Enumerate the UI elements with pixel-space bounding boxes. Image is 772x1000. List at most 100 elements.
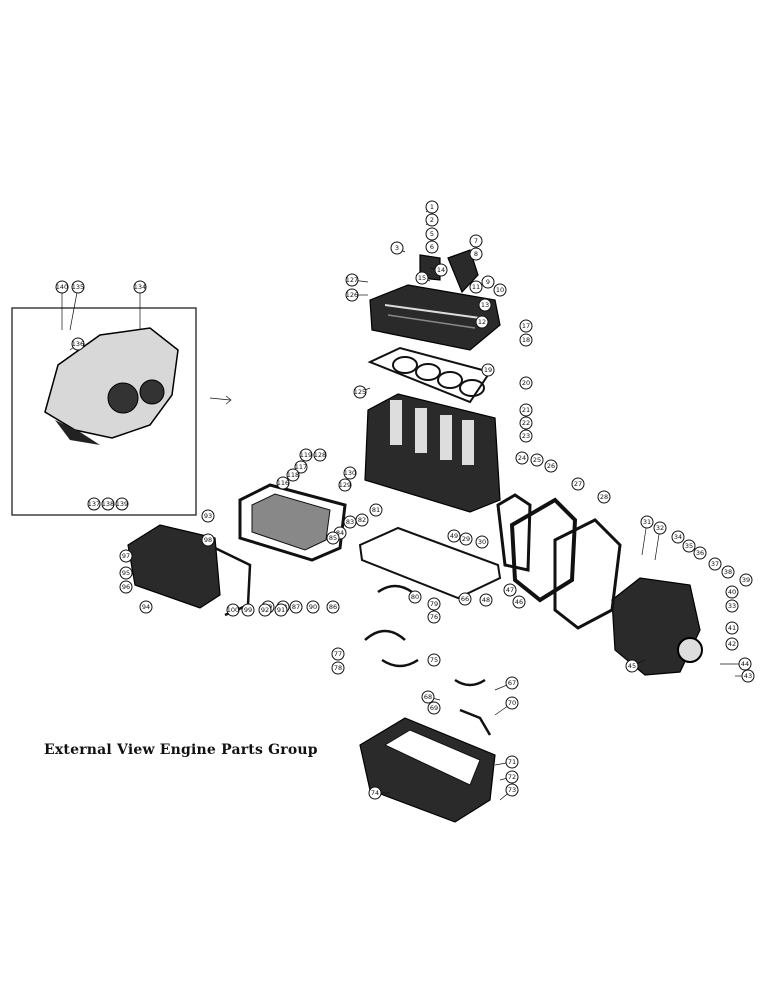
callout-label: 96 bbox=[122, 583, 130, 591]
callout-circle bbox=[201, 509, 215, 523]
callout-31: 31 bbox=[640, 515, 654, 556]
callout-140: 140 bbox=[55, 280, 69, 330]
callout-128: 128 bbox=[313, 448, 327, 462]
callout-circle bbox=[201, 533, 215, 547]
callout-circle bbox=[640, 515, 654, 529]
callout-circle bbox=[469, 234, 483, 248]
callout-label: 94 bbox=[142, 603, 150, 611]
callout-label: 27 bbox=[574, 480, 582, 488]
callout-label: 24 bbox=[518, 454, 526, 462]
callout-circle bbox=[427, 701, 441, 715]
callout-circle bbox=[544, 459, 558, 473]
callout-label: 31 bbox=[643, 518, 651, 526]
callout-circle bbox=[725, 621, 739, 635]
callout-label: 45 bbox=[628, 662, 636, 670]
callout-circle bbox=[459, 532, 473, 546]
callout-91: 91 bbox=[274, 603, 288, 617]
callout-9: 9 bbox=[481, 275, 495, 289]
callout-label: 71 bbox=[508, 758, 516, 766]
callout-44: 44 bbox=[720, 657, 752, 671]
callout-24: 24 bbox=[515, 451, 529, 465]
callout-label: 98 bbox=[204, 536, 212, 544]
callout-circle bbox=[427, 610, 441, 624]
callout-93: 93 bbox=[201, 509, 215, 523]
callout-30: 30 bbox=[475, 535, 489, 549]
callout-label: 33 bbox=[728, 602, 736, 610]
callout-circle bbox=[408, 590, 422, 604]
callout-circle bbox=[390, 241, 404, 255]
callout-label: 6 bbox=[430, 243, 434, 251]
callout-125: 125 bbox=[353, 385, 371, 399]
callout-circle bbox=[313, 448, 327, 462]
callout-32: 32 bbox=[653, 521, 667, 561]
callout-circle bbox=[345, 288, 359, 302]
callout-circle bbox=[119, 580, 133, 594]
callout-circle bbox=[671, 530, 685, 544]
callout-label: 2 bbox=[430, 216, 434, 224]
callout-label: 125 bbox=[354, 388, 366, 396]
callout-label: 8 bbox=[474, 250, 478, 258]
callout-circle bbox=[115, 497, 129, 511]
callout-1: 1 bbox=[425, 200, 439, 214]
callout-circle bbox=[519, 429, 533, 443]
callout-circle bbox=[276, 476, 290, 490]
callout-85: 85 bbox=[326, 531, 340, 545]
callout-circle bbox=[306, 600, 320, 614]
callout-37: 37 bbox=[708, 557, 722, 571]
callout-87: 87 bbox=[289, 600, 303, 614]
callout-circle bbox=[427, 653, 441, 667]
callout-label: 20 bbox=[522, 379, 530, 387]
callout-circle bbox=[289, 600, 303, 614]
callout-36: 36 bbox=[693, 546, 707, 560]
callout-circle bbox=[425, 200, 439, 214]
callout-label: 47 bbox=[506, 586, 514, 594]
callout-circle bbox=[258, 603, 272, 617]
cylinder-block bbox=[364, 393, 501, 513]
callout-label: 116 bbox=[277, 479, 289, 487]
callout-label: 36 bbox=[696, 549, 704, 557]
callout-circle bbox=[458, 592, 472, 606]
callout-circle bbox=[343, 466, 357, 480]
callout-label: 68 bbox=[424, 693, 432, 701]
callout-82: 82 bbox=[355, 513, 369, 527]
callout-23: 23 bbox=[519, 429, 533, 443]
callout-40: 40 bbox=[725, 585, 739, 599]
callout-leader bbox=[69, 286, 79, 331]
callout-label: 97 bbox=[122, 552, 130, 560]
callout-label: 48 bbox=[482, 596, 490, 604]
callout-70: 70 bbox=[494, 696, 519, 716]
callout-95: 95 bbox=[119, 566, 133, 580]
callout-circle bbox=[241, 603, 255, 617]
callout-circle bbox=[741, 669, 755, 683]
callout-label: 80 bbox=[411, 593, 419, 601]
callout-46: 46 bbox=[512, 595, 526, 609]
callout-circle bbox=[338, 478, 352, 492]
callout-label: 3 bbox=[395, 244, 399, 252]
callout-circle bbox=[425, 213, 439, 227]
callout-circle bbox=[597, 490, 611, 504]
callout-circle bbox=[101, 497, 115, 511]
callout-96: 96 bbox=[119, 580, 133, 594]
callout-circle bbox=[571, 477, 585, 491]
callout-label: 90 bbox=[309, 603, 317, 611]
callout-label: 66 bbox=[461, 595, 469, 603]
callout-label: 136 bbox=[72, 340, 84, 348]
callout-83: 83 bbox=[343, 515, 357, 529]
callout-label: 72 bbox=[508, 773, 516, 781]
callout-label: 13 bbox=[481, 301, 489, 309]
callout-circle bbox=[519, 416, 533, 430]
callout-label: 28 bbox=[600, 493, 608, 501]
callout-21: 21 bbox=[519, 403, 533, 417]
callout-circle bbox=[738, 657, 752, 671]
callout-71: 71 bbox=[494, 755, 519, 769]
callout-92: 92 bbox=[258, 603, 272, 617]
callout-label: 128 bbox=[314, 451, 326, 459]
cylinder-head bbox=[369, 284, 501, 351]
callout-6: 6 bbox=[425, 240, 439, 254]
callout-42: 42 bbox=[725, 637, 739, 651]
callout-circle bbox=[133, 280, 147, 294]
callout-label: 140 bbox=[56, 283, 68, 291]
callout-8: 8 bbox=[469, 247, 483, 261]
callout-94: 94 bbox=[139, 600, 153, 614]
